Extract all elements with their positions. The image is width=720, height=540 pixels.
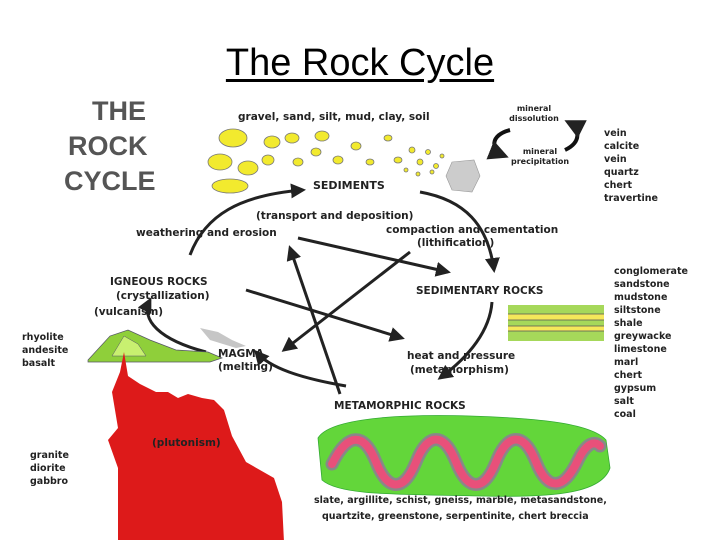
precipitate-item: chert [604, 180, 633, 191]
heat-pressure-label: heat and pressure [407, 350, 515, 362]
precipitate-item: travertine [604, 193, 658, 204]
sedimentary-item: gypsum [614, 383, 656, 394]
sedimentary-item: marl [614, 357, 638, 368]
arrow-meta-to-magma [254, 349, 347, 388]
transport-label: (transport and deposition) [256, 210, 413, 222]
volcanic-item: basalt [22, 358, 56, 369]
volcanic-item: rhyolite [22, 332, 64, 343]
volcanic-rocks-list: rhyolite andesite basalt [22, 332, 68, 369]
precipitate-item: quartz [604, 167, 639, 178]
mineral-precipitation-1: mineral [523, 147, 558, 156]
arrow-meta-to-sediment [286, 245, 342, 395]
mineral-dissolution-2: dissolution [509, 114, 559, 123]
heading-line-3: CYCLE [64, 166, 156, 196]
slide-title-text: The Rock Cycle [225, 42, 495, 84]
dissolution-arrow [486, 128, 511, 160]
sedimentary-item: shale [614, 318, 643, 329]
clay-lump-image [445, 159, 481, 193]
diagram-heading: THE ROCK CYCLE [64, 96, 156, 196]
sedimentary-item: coal [614, 409, 636, 420]
sedimentary-item: siltstone [614, 305, 661, 316]
lithification-label: (lithification) [417, 237, 494, 249]
precipitation-arrow [564, 120, 587, 152]
sedimentary-item: chert [614, 370, 643, 381]
arrow-weathering-to-sed [297, 236, 451, 277]
arrow-lithification [419, 190, 500, 273]
igneous-rocks-label: IGNEOUS ROCKS [110, 276, 208, 288]
metamorphic-list-line-1: slate, argillite, schist, gneiss, marble… [314, 495, 607, 506]
metamorphic-list-line-2: quartzite, greenstone, serpentinite, che… [322, 511, 589, 522]
precipitate-item: calcite [604, 141, 639, 152]
compaction-label: compaction and cementation [386, 224, 558, 236]
slide-title: The Rock Cycle [0, 42, 720, 85]
sedimentary-rocks-list: conglomerate sandstone mudstone siltston… [614, 266, 688, 420]
mineral-dissolution-1: mineral [517, 104, 552, 113]
arrow-weathering [188, 183, 306, 256]
vulcanism-label: (vulcanism) [94, 306, 163, 318]
heading-line-1: THE [92, 96, 146, 126]
sediment-materials-label: gravel, sand, silt, mud, clay, soil [238, 111, 430, 123]
metamorphism-label: (metamorphism) [410, 364, 509, 376]
arrow-magma-to-igneous [137, 297, 207, 354]
arrow-sed-to-meta [437, 301, 494, 380]
melting-label: (melting) [218, 361, 273, 373]
sedimentary-item: salt [614, 396, 634, 407]
metamorphic-rocks-label: METAMORPHIC ROCKS [334, 400, 466, 412]
sedimentary-strata-image [508, 305, 604, 341]
sedimentary-item: conglomerate [614, 266, 688, 277]
sedimentary-rocks-label: SEDIMENTARY ROCKS [416, 285, 543, 297]
heading-line-2: ROCK [68, 131, 148, 161]
sediments-label: SEDIMENTS [313, 179, 385, 192]
plutonic-item: granite [30, 450, 69, 461]
plutonism-label: (plutonism) [152, 437, 221, 449]
precipitate-item: vein [604, 154, 627, 165]
crystallization-label: (crystallization) [116, 290, 210, 302]
sedimentary-item: mudstone [614, 292, 667, 303]
folded-metamorphic-image [317, 415, 611, 497]
volcano-image [87, 328, 246, 363]
plutonic-rocks-list: granite diorite gabbro [30, 450, 69, 487]
magma-label: MAGMA [218, 348, 265, 360]
mineral-precipitation-2: precipitation [511, 157, 569, 166]
arrow-igneous-to-heat [245, 288, 405, 342]
precipitates-list: vein calcite vein quartz chert travertin… [604, 128, 658, 204]
sedimentary-item: sandstone [614, 279, 670, 290]
sediment-grains-image [207, 128, 445, 194]
cycle-arrows [137, 183, 500, 395]
precipitate-item: vein [604, 128, 627, 139]
sedimentary-item: greywacke [614, 331, 671, 342]
weathering-label: weathering and erosion [136, 227, 277, 239]
arrow-sed-to-magma [281, 250, 411, 352]
sedimentary-item: limestone [614, 344, 667, 355]
magma-intrusion-image [108, 352, 284, 540]
plutonic-item: diorite [30, 463, 66, 474]
plutonic-item: gabbro [30, 476, 68, 487]
volcanic-item: andesite [22, 345, 68, 356]
